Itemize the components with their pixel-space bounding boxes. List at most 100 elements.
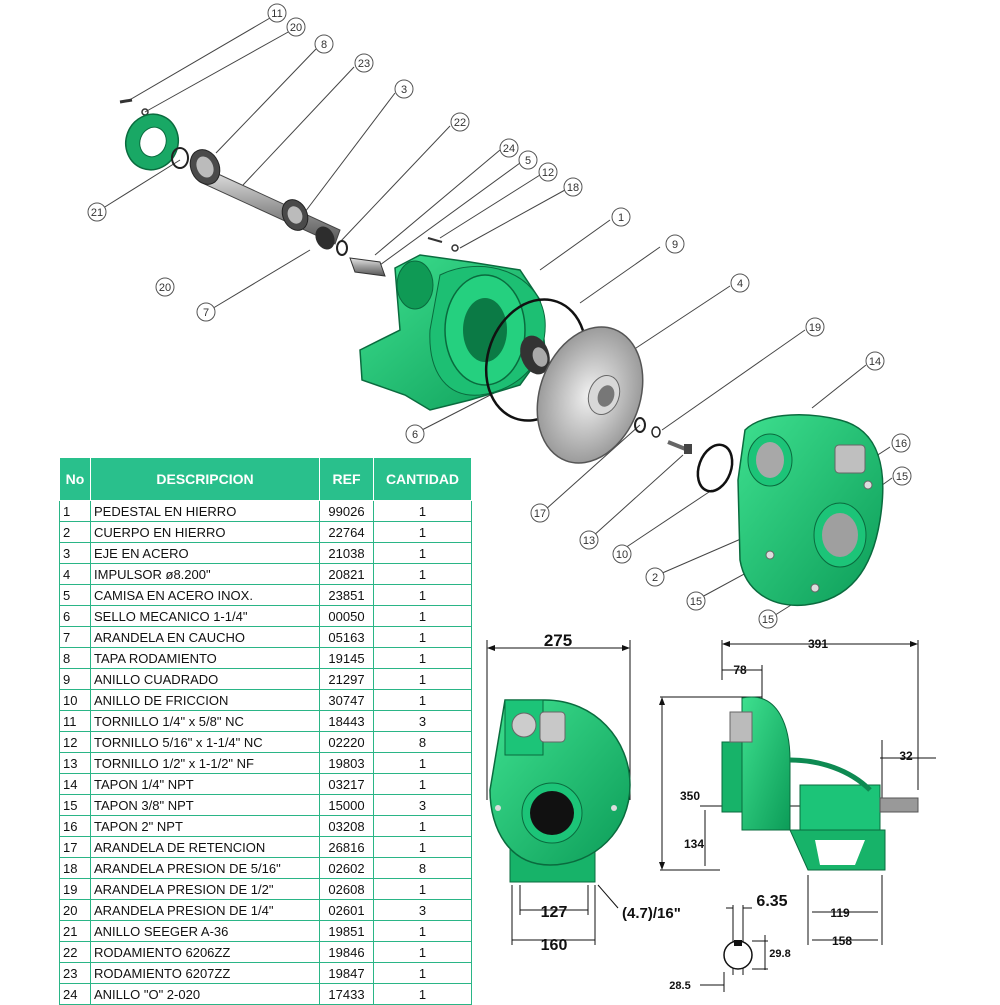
svg-text:16: 16 [895, 438, 907, 450]
cell-cantidad: 1 [373, 668, 472, 690]
ring-seeger [171, 147, 189, 169]
svg-text:15: 15 [896, 471, 908, 483]
cell-no: 6 [59, 605, 91, 627]
callout: 9 [665, 234, 685, 254]
cell-no: 24 [59, 983, 91, 1005]
cell-cantidad: 1 [373, 689, 472, 711]
cell-no: 8 [59, 647, 91, 669]
cell-cantidad: 1 [373, 500, 472, 522]
screw-11 [119, 98, 133, 104]
cell-descripcion: ANILLO SEEGER A-36 [90, 920, 320, 942]
callout: 15 [758, 609, 778, 629]
dim-391: 391 [808, 637, 828, 651]
svg-text:15: 15 [690, 596, 702, 608]
svg-text:19: 19 [809, 322, 821, 334]
cell-no: 4 [59, 563, 91, 585]
cell-no: 23 [59, 962, 91, 984]
shaft-key-detail: 6.35 29.8 28.5 [669, 893, 791, 992]
dim-134: 134 [684, 837, 704, 851]
svg-text:24: 24 [503, 143, 515, 155]
cell-cantidad: 8 [373, 857, 472, 879]
cell-descripcion: RODAMIENTO 6206ZZ [90, 941, 320, 963]
table-header-row: No DESCRIPCION REF CANTIDAD [59, 457, 472, 501]
friction-ring-10 [696, 443, 734, 493]
cell-cantidad: 1 [373, 920, 472, 942]
cell-ref: 03217 [319, 773, 374, 795]
cell-ref: 26816 [319, 836, 374, 858]
cell-ref: 02608 [319, 878, 374, 900]
dim-6-35: 6.35 [756, 893, 787, 910]
cell-descripcion: RODAMIENTO 6207ZZ [90, 962, 320, 984]
mechanical-seal-6 [520, 335, 550, 375]
svg-text:6: 6 [412, 429, 418, 441]
cell-descripcion: PEDESTAL EN HIERRO [90, 500, 320, 522]
cell-no: 15 [59, 794, 91, 816]
cell-descripcion: ANILLO "O" 2-020 [90, 983, 320, 1005]
callout: 2 [645, 567, 665, 587]
cell-ref: 19846 [319, 941, 374, 963]
dim-32: 32 [899, 749, 913, 763]
callout: 10 [612, 544, 632, 564]
svg-text:2: 2 [652, 572, 658, 584]
cell-descripcion: ANILLO DE FRICCION [90, 689, 320, 711]
cell-ref: 99026 [319, 500, 374, 522]
cell-no: 12 [59, 731, 91, 753]
cell-ref: 21297 [319, 668, 374, 690]
callout: 7 [196, 302, 216, 322]
sleeve-5 [349, 257, 386, 277]
leader-lines [99, 17, 893, 618]
header-cantidad: CANTIDAD [373, 457, 472, 501]
callout: 12 [538, 162, 558, 182]
cell-cantidad: 1 [373, 626, 472, 648]
callout: 6 [405, 424, 425, 444]
cell-no: 20 [59, 899, 91, 921]
cell-ref: 23851 [319, 584, 374, 606]
cell-cantidad: 8 [373, 731, 472, 753]
cell-ref: 17433 [319, 983, 374, 1005]
svg-text:23: 23 [358, 58, 370, 70]
svg-text:20: 20 [159, 282, 171, 294]
cell-no: 21 [59, 920, 91, 942]
callout: 11 [267, 3, 287, 23]
cell-no: 14 [59, 773, 91, 795]
callout: 4 [730, 273, 750, 293]
pedestal-1 [359, 254, 546, 411]
retention-washer-17 [634, 417, 646, 433]
washer-19 [651, 426, 661, 438]
header-ref: REF [319, 457, 374, 501]
cell-ref: 19847 [319, 962, 374, 984]
cell-ref: 05163 [319, 626, 374, 648]
side-view: 391 78 32 350 134 119 158 [659, 637, 936, 948]
cell-no: 17 [59, 836, 91, 858]
cell-descripcion: TORNILLO 1/4" x 5/8" NC [90, 710, 320, 732]
cell-cantidad: 1 [373, 752, 472, 774]
callout: 15 [892, 466, 912, 486]
cell-ref: 21038 [319, 542, 374, 564]
callout: 24 [499, 138, 519, 158]
dim-158: 158 [832, 934, 852, 948]
svg-text:12: 12 [542, 167, 554, 179]
cell-descripcion: TORNILLO 5/16" x 1-1/4" NC [90, 731, 320, 753]
svg-text:4: 4 [737, 278, 743, 290]
callout: 13 [579, 530, 599, 550]
cell-no: 11 [59, 710, 91, 732]
cell-ref: 19803 [319, 752, 374, 774]
parts-table: No DESCRIPCION REF CANTIDAD 1 PEDESTAL EN… [59, 457, 472, 1005]
svg-text:9: 9 [672, 239, 678, 251]
cell-descripcion: TORNILLO 1/2" x 1-1/2" NF [90, 752, 320, 774]
dim-78: 78 [733, 663, 747, 677]
cell-cantidad: 1 [373, 815, 472, 837]
